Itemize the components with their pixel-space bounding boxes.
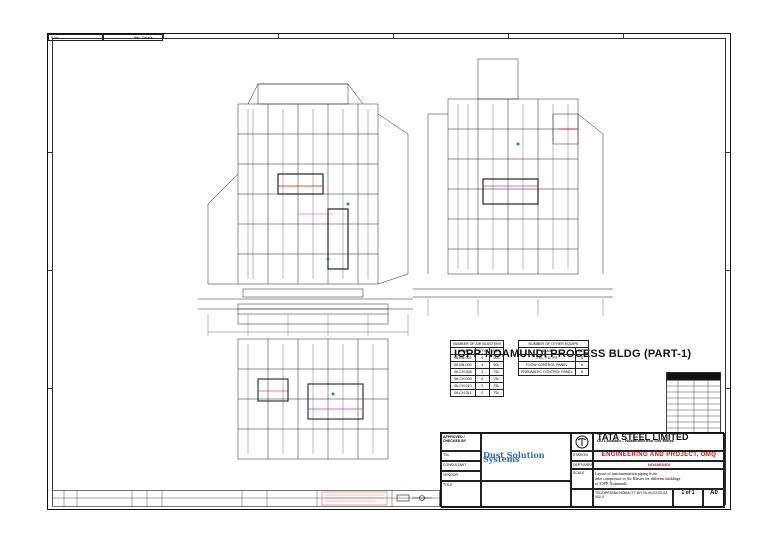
- approved-label: APPROVED / CHECKED BY: [441, 433, 481, 451]
- process-building-plan-lower: [237, 303, 389, 460]
- drawing-title-line: inlet compressor to Air Blaster for diff…: [595, 476, 681, 481]
- scale-label: SCALE: [571, 469, 593, 489]
- vendor-logo-cell: Dust Solution Systems: [481, 433, 571, 481]
- drawing-number: TSL/DPRSl/No.NOMA /TT-DR-05-00-02-02-02-…: [593, 489, 673, 508]
- air-blasters-table: NUMBER OF AIR BLASTERS NAME QTY. SIZE 06…: [449, 340, 505, 397]
- other-equips-table: NUMBER OF OTHER EQUIPS NAME QTY. FRL, PG…: [518, 340, 589, 376]
- drawing-title-line: Layout of instrumentation piping from: [595, 471, 657, 476]
- title-label: TITLE: [441, 481, 481, 508]
- revision-number: A0: [703, 489, 725, 508]
- department-cell: ENGINEERING AND PROJECT, OMQ: [593, 451, 725, 461]
- company-name: TATA STEEL LIMITED: [597, 433, 689, 442]
- signature-cell: [571, 489, 593, 508]
- vendor-logo: Dust Solution Systems: [483, 450, 545, 464]
- department-name: ENGINEERING AND PROJECT, OMQ: [601, 452, 717, 458]
- station-label: STATION: [571, 451, 593, 461]
- location-name: NOAMUNDI: [648, 462, 670, 467]
- tata-logo-cell: [571, 433, 593, 451]
- sheet-number: 1 of 1: [673, 489, 703, 508]
- air-blasters-heading: NUMBER OF AIR BLASTERS: [449, 340, 505, 348]
- red-remarks: [481, 481, 571, 508]
- drawing-sheet: S.No. Rev. Details: [47, 33, 731, 510]
- drawing-title-line: of IOPP, Noamundi.: [595, 481, 628, 486]
- tsl-label: TSL: [441, 451, 481, 461]
- col-qty: QTY.: [474, 347, 490, 355]
- dept-label: DEPT/AREA: [571, 461, 593, 469]
- company-cell: TATA STEEL LIMITED OU Location – Noamund…: [593, 433, 725, 451]
- rev-strip-col1: S.No.: [48, 34, 103, 41]
- rev-strip-col2: Rev. Details: [103, 34, 163, 41]
- tata-logo-icon: [575, 435, 589, 449]
- title-block: APPROVED / CHECKED BY TSL CONSULTANT VEN…: [440, 432, 725, 508]
- revision-strip: [52, 490, 440, 507]
- consultant-label: CONSULTANT: [441, 461, 481, 471]
- process-building-elevation-right: [413, 58, 613, 316]
- notes-grid: [666, 372, 721, 434]
- other-equips-heading: NUMBER OF OTHER EQUIPS: [518, 340, 589, 348]
- col-qty: QTY.: [574, 347, 589, 355]
- drawing-title-cell: Layout of instrumentation piping from in…: [593, 469, 725, 489]
- col-name: NAME: [518, 347, 576, 355]
- location-cell: NOAMUNDI: [593, 461, 725, 469]
- col-size: SIZE: [488, 347, 505, 355]
- vendor-label: VENDOR: [441, 471, 481, 481]
- col-name: NAME: [450, 347, 476, 355]
- company-location: OU Location – Noamundi Iron Ore Mines: [597, 438, 674, 443]
